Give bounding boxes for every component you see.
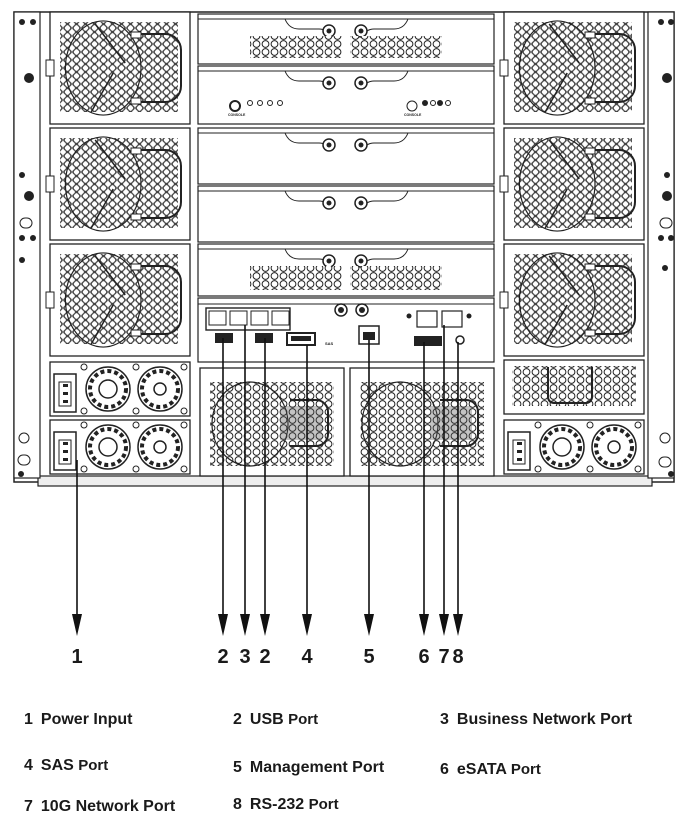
callout-arrow-1 <box>72 460 82 636</box>
callout-arrow-8 <box>453 342 463 636</box>
bottom-fan-modules <box>199 367 495 477</box>
left-rack-ear <box>13 11 41 479</box>
psu-left-1 <box>49 361 191 417</box>
callout-arrow-2 <box>218 338 228 636</box>
io-module: SAS <box>197 297 495 363</box>
center-module-2: CONSOLE CONSOLE <box>197 65 495 125</box>
callout-number: 1 <box>71 646 83 668</box>
callout-number: 2 <box>259 646 271 668</box>
usb-port-1[interactable] <box>215 333 233 343</box>
psu-right-1 <box>503 419 645 475</box>
callout-arrow-4 <box>302 345 312 636</box>
psu-left-2 <box>49 419 191 475</box>
fan-module-right-2 <box>499 127 645 241</box>
center-module-4 <box>197 185 495 243</box>
power-inlet[interactable] <box>53 373 77 413</box>
callout-number: 3 <box>239 646 251 668</box>
callout-number: 8 <box>452 646 464 668</box>
callout-arrow-2 <box>260 338 270 636</box>
callout-number: 7 <box>438 646 450 668</box>
callout-arrow-3 <box>240 325 250 636</box>
10g-network-port-1[interactable] <box>416 310 438 328</box>
power-inlet[interactable] <box>507 431 531 471</box>
center-module-3 <box>197 127 495 185</box>
callout-arrows <box>72 325 463 636</box>
bottom-fan-right <box>349 367 495 477</box>
fan-module-right-1 <box>499 11 645 125</box>
right-fan-modules <box>499 11 645 415</box>
fan-module-right-small <box>503 359 645 415</box>
fan-module-left-2 <box>45 127 191 241</box>
callout-number: 5 <box>363 646 375 668</box>
right-ear-screws <box>658 19 674 477</box>
callout-number: 2 <box>217 646 229 668</box>
usb-port-2[interactable] <box>255 333 273 343</box>
callout-arrow-6 <box>419 342 429 636</box>
device-rear-panel: CONSOLE CONSOLE SAS <box>13 11 675 636</box>
fan-module-right-3 <box>499 243 645 357</box>
fan-module-left-3 <box>45 243 191 357</box>
console-label-left: CONSOLE <box>228 113 246 117</box>
left-fan-modules <box>45 11 191 357</box>
business-network-ports[interactable] <box>205 307 291 331</box>
sas-label: SAS <box>325 341 334 346</box>
callout-arrow-7 <box>439 325 449 636</box>
center-module-5 <box>197 243 495 297</box>
10g-network-port-2[interactable] <box>441 310 463 328</box>
power-supplies <box>49 361 645 475</box>
callout-number: 6 <box>418 646 430 668</box>
power-inlet[interactable] <box>53 431 77 471</box>
esata-port[interactable] <box>414 336 442 346</box>
fan-module-left-1 <box>45 11 191 125</box>
console-label-right: CONSOLE <box>404 113 422 117</box>
callout-number: 4 <box>301 646 313 668</box>
right-rack-ear <box>647 11 675 479</box>
left-ear-screws <box>17 19 36 477</box>
center-modules: CONSOLE CONSOLE <box>197 13 495 297</box>
center-module-1 <box>197 13 495 65</box>
callout-arrow-5 <box>364 340 374 636</box>
bottom-fan-left <box>199 367 345 477</box>
